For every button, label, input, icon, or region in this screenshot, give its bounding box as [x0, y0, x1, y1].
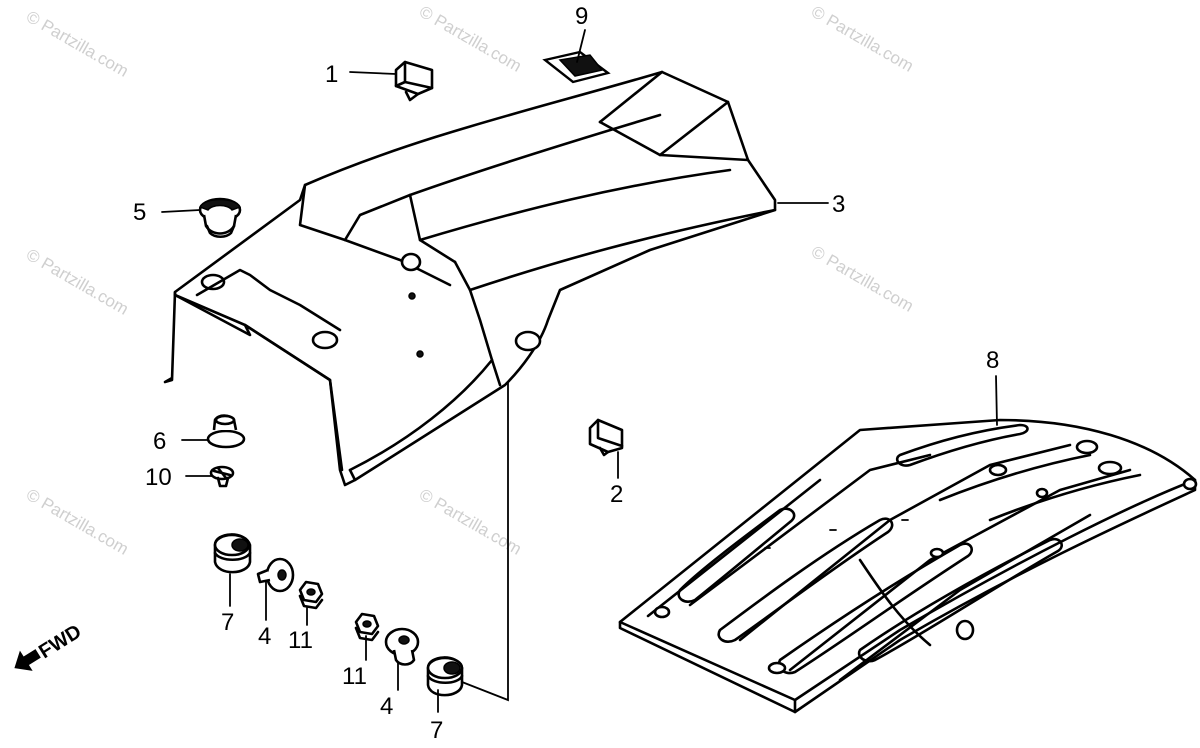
watermark: © Partzilla.com — [23, 245, 132, 319]
watermark: © Partzilla.com — [808, 2, 917, 76]
callout-4: 4 — [258, 623, 271, 650]
watermark: © Partzilla.com — [808, 242, 917, 316]
callout-5: 5 — [133, 199, 146, 226]
watermark: © Partzilla.com — [23, 485, 132, 559]
callout-7: 7 — [430, 717, 443, 744]
callout-2: 2 — [610, 481, 623, 508]
leader-lines — [161, 29, 998, 713]
grommet-icon — [198, 197, 242, 239]
clip-nut-icon — [394, 60, 434, 102]
callout-4: 4 — [380, 693, 393, 720]
fwd-label: FWD — [35, 620, 85, 663]
callout-11: 11 — [342, 663, 367, 690]
flange-nut-icon — [354, 612, 380, 642]
watermark: © Partzilla.com — [23, 7, 132, 81]
rubber-bushing-icon — [426, 656, 464, 697]
callout-8: 8 — [986, 347, 999, 374]
label-sticker-icon — [542, 50, 611, 84]
screw-icon — [209, 465, 235, 488]
callout-11: 11 — [288, 627, 313, 654]
fwd-arrow: FWD — [14, 620, 85, 671]
rubber-bushing-icon — [213, 533, 252, 574]
callout-10: 10 — [145, 464, 172, 491]
collar-icon — [256, 557, 295, 593]
callouts: 1 9 5 3 8 6 10 2 7 4 11 11 4 7 — [133, 3, 999, 744]
callout-7: 7 — [221, 609, 234, 636]
callout-3: 3 — [832, 191, 845, 218]
watermark: © Partzilla.com — [416, 2, 525, 76]
rear-fender-icon — [163, 70, 777, 487]
arrow-left-icon — [14, 649, 41, 671]
clip-nut-icon — [588, 418, 624, 457]
callout-9: 9 — [575, 3, 588, 30]
collar-icon — [206, 414, 246, 449]
callout-1: 1 — [325, 61, 338, 88]
collar-icon — [384, 627, 420, 666]
fender-plate-icon — [618, 418, 1198, 714]
callout-6: 6 — [153, 428, 166, 455]
flange-nut-icon — [298, 580, 324, 610]
